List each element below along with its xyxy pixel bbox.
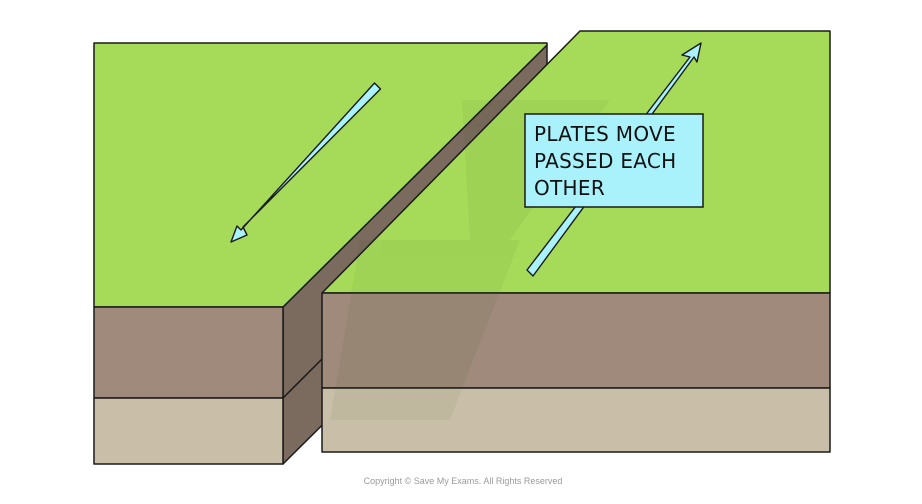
copyright-notice: Copyright © Save My Exams. All Rights Re… [364,476,563,486]
left-plate-crust-layer [93,306,284,399]
right-plate [321,30,831,453]
right-plate-crust-layer [321,292,831,389]
label-line-1: PLATES MOVE [534,122,676,146]
left-plate-lower-layer [93,397,284,465]
arrow-down-left-icon [230,82,382,243]
right-plate-lower-layer [321,387,831,453]
left-plate-surface [93,42,548,308]
label-line-3: OTHER [534,176,605,200]
plate-movement-label: PLATES MOVE PASSED EACH OTHER [524,113,704,208]
label-line-2: PASSED EACH [534,149,677,173]
